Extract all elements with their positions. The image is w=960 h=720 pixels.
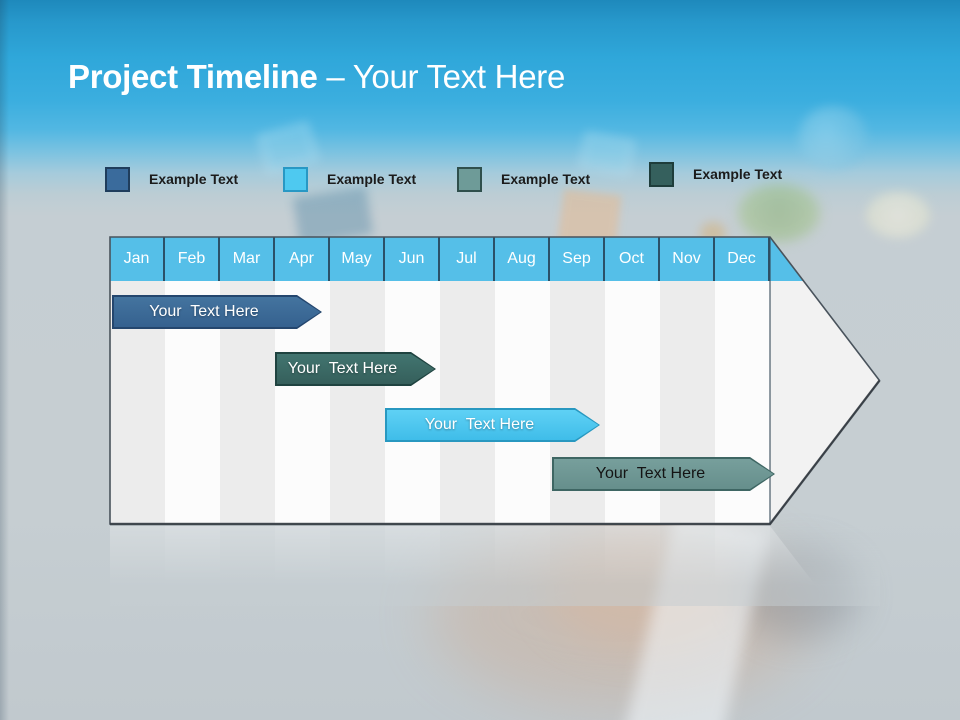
- legend-swatch-light-blue: [283, 166, 308, 192]
- task-bar-label: Your Text Here: [424, 416, 535, 433]
- month-cell-dec[interactable]: Dec: [715, 237, 770, 281]
- plant-blob: [738, 184, 820, 242]
- month-cell-mar[interactable]: Mar: [220, 237, 275, 281]
- task-bar-fill: [114, 297, 321, 328]
- left-edge-shade: [0, 0, 9, 720]
- task-bar-fill: [387, 410, 599, 441]
- globe-blob: [798, 106, 868, 170]
- task-bar-1[interactable]: Your Text Here: [112, 295, 322, 329]
- month-cell-sep[interactable]: Sep: [550, 237, 605, 281]
- timeline-month-header: Jan Feb Mar Apr May Jun Jul Aug Sep Oct …: [110, 237, 880, 281]
- piggy-bank-blob: [866, 192, 930, 238]
- title-subtitle-text: – Your Text Here: [317, 58, 565, 95]
- legend-label: Example Text: [693, 166, 783, 182]
- task-bar-label: Your Text Here: [595, 465, 706, 482]
- legend-swatch-dark-teal: [649, 161, 674, 187]
- legend-label: Example Text: [327, 171, 417, 187]
- page-title[interactable]: Project Timeline – Your Text Here: [68, 58, 565, 96]
- task-bar-label: Your Text Here: [287, 360, 398, 377]
- task-bar-2[interactable]: Your Text Here: [275, 352, 436, 386]
- month-cell-oct[interactable]: Oct: [605, 237, 660, 281]
- legend-swatch-gray-teal: [457, 166, 482, 192]
- photo-thumbnail-blob: [292, 186, 374, 246]
- month-cell-may[interactable]: May: [330, 237, 385, 281]
- legend-item-4[interactable]: Example Text: [649, 161, 783, 187]
- task-bar-4[interactable]: Your Text Here: [552, 457, 775, 491]
- legend-item-3[interactable]: Example Text: [457, 166, 591, 192]
- month-cell-aug[interactable]: Aug: [495, 237, 550, 281]
- task-bar-fill: [554, 459, 774, 490]
- task-bar-3[interactable]: Your Text Here: [385, 408, 600, 442]
- timeline-reflection-fade: [110, 526, 880, 606]
- task-bar-fill: [277, 354, 435, 385]
- timeline-reflection: [110, 526, 880, 606]
- month-cell-apr[interactable]: Apr: [275, 237, 330, 281]
- month-cell-feb[interactable]: Feb: [165, 237, 220, 281]
- month-cell-nov[interactable]: Nov: [660, 237, 715, 281]
- month-cell-jul[interactable]: Jul: [440, 237, 495, 281]
- legend-swatch-dark-blue: [105, 166, 130, 192]
- month-cell-jun[interactable]: Jun: [385, 237, 440, 281]
- task-bar-label: Your Text Here: [149, 303, 259, 320]
- legend-label: Example Text: [501, 171, 591, 187]
- legend-item-2[interactable]: Example Text: [283, 166, 417, 192]
- legend-label: Example Text: [149, 171, 239, 187]
- legend-item-1[interactable]: Example Text: [105, 166, 239, 192]
- month-cell-jan[interactable]: Jan: [110, 237, 165, 281]
- title-bold-text: Project Timeline: [68, 58, 318, 95]
